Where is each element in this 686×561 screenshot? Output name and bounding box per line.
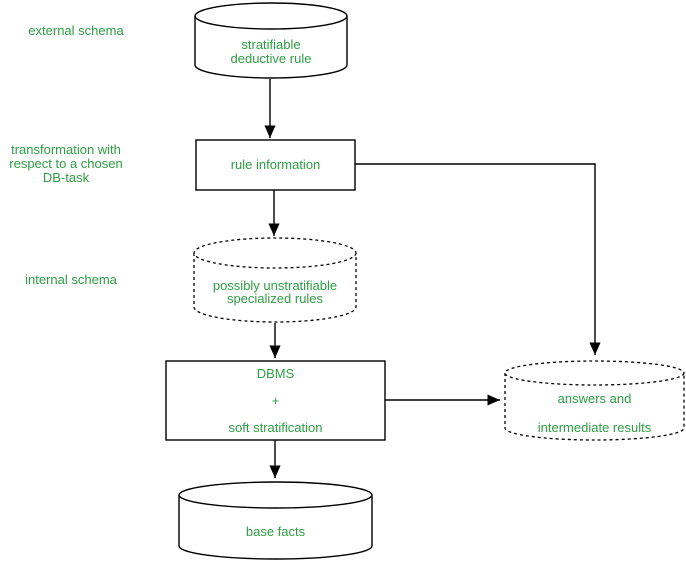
rule-information-label: rule information [230, 157, 321, 172]
label-external-schema: external schema [28, 23, 124, 38]
base-facts-cylinder [178, 481, 373, 560]
stratifiable-deductive-rule-label: stratifiable deductive rule [230, 37, 312, 66]
answers-intermediate-results-label: answers and intermediate results [537, 391, 652, 435]
stratifiable-deductive-rule-cylinder [194, 2, 348, 79]
specialized-rules-cylinder [193, 237, 357, 323]
answers-intermediate-results-cylinder [504, 360, 685, 441]
rule-information-box [195, 139, 356, 191]
label-internal-schema: internal schema [25, 272, 117, 287]
specialized-rules-label: possibly unstratifiable specialized rule… [212, 278, 338, 306]
label-transformation-db-task: transformation with respect to a chosen … [9, 142, 123, 185]
dbms-soft-stratification-box [165, 360, 386, 441]
edge-rule-information-to-answers [355, 163, 601, 355]
dbms-soft-stratification-label: DBMS + soft stratification [228, 366, 323, 435]
base-facts-label: base facts [245, 524, 306, 539]
